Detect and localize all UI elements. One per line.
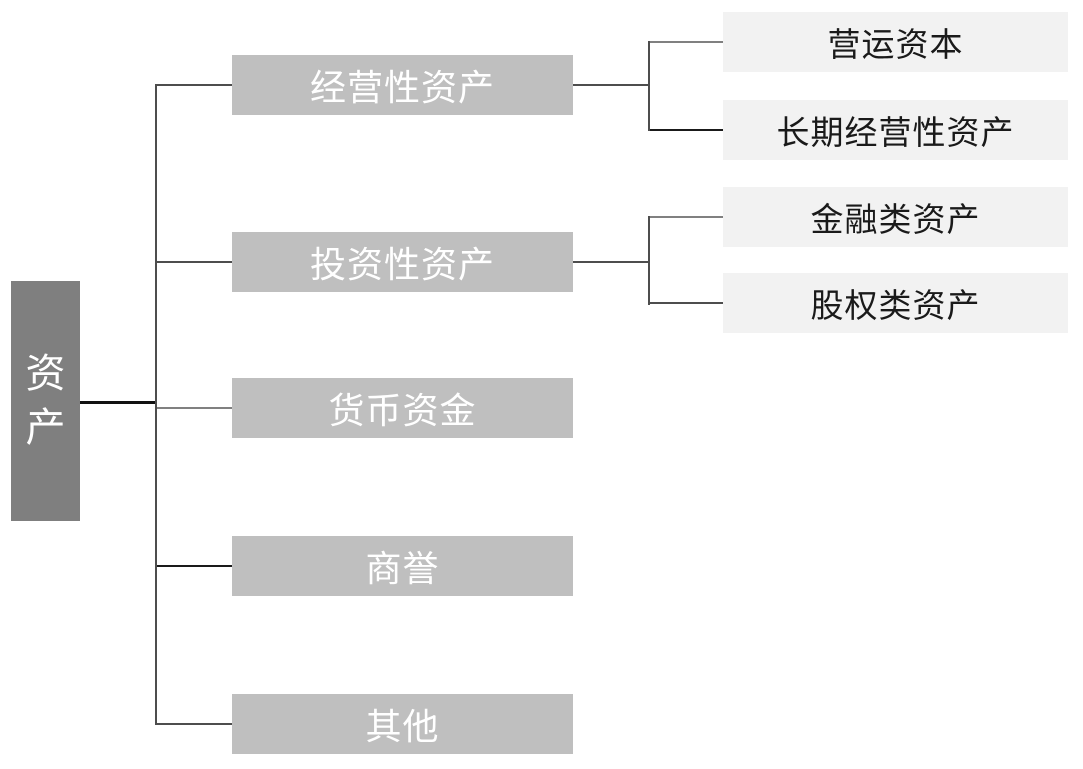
connector-to-long-term-operating bbox=[650, 129, 723, 131]
connector-spine-to-operating-assets bbox=[157, 84, 232, 86]
connector-investment-children-spine bbox=[648, 216, 650, 305]
connector-operating-assets-out bbox=[573, 84, 649, 86]
node-equity-assets: 股权类资产 bbox=[723, 273, 1068, 333]
connector-to-equity-assets bbox=[650, 302, 723, 304]
connector-main-spine bbox=[155, 84, 157, 725]
node-other: 其他 bbox=[232, 694, 573, 754]
node-working-capital: 营运资本 bbox=[723, 12, 1068, 72]
connector-spine-to-other bbox=[157, 723, 232, 725]
node-investment-assets: 投资性资产 bbox=[232, 232, 573, 292]
connector-spine-to-investment-assets bbox=[157, 261, 232, 263]
connector-to-financial-assets bbox=[650, 216, 723, 218]
node-goodwill: 商誉 bbox=[232, 536, 573, 596]
connector-root-to-spine bbox=[80, 401, 156, 404]
connector-spine-to-monetary-funds bbox=[157, 407, 232, 409]
connector-spine-to-goodwill bbox=[157, 565, 232, 567]
node-monetary-funds: 货币资金 bbox=[232, 378, 573, 438]
node-financial-assets: 金融类资产 bbox=[723, 187, 1068, 247]
connector-operating-children-spine bbox=[648, 41, 650, 131]
node-operating-assets: 经营性资产 bbox=[232, 55, 573, 115]
node-long-term-operating-assets: 长期经营性资产 bbox=[723, 100, 1068, 160]
connector-to-working-capital bbox=[650, 41, 723, 43]
connector-investment-assets-out bbox=[573, 261, 649, 263]
node-assets: 资产 bbox=[11, 281, 80, 521]
